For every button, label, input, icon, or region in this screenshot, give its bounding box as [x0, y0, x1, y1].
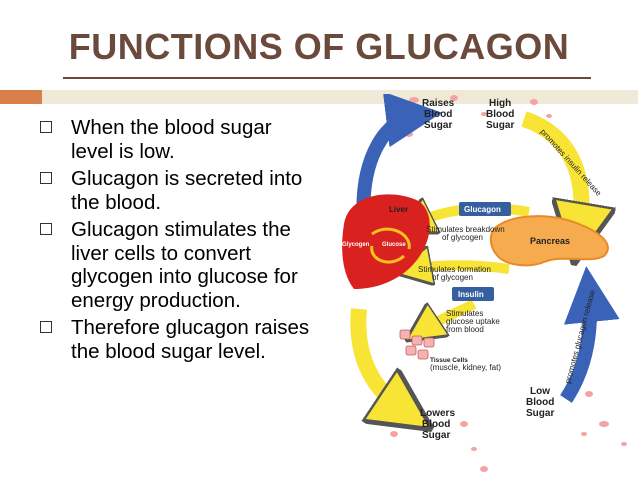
bullet-item: Therefore glucagon raises the blood suga… — [40, 316, 315, 363]
low-label-2: Sugar — [526, 408, 554, 419]
accent-bar-right — [42, 90, 638, 104]
checkbox-bullet-icon — [40, 321, 52, 333]
accent-bar-left — [0, 90, 42, 104]
tissue-label-0: Tissue Cells — [430, 357, 468, 364]
pancreas-shape — [489, 215, 609, 267]
glucose-regulation-diagram: Raises Blood Sugar High Blood Sugar prom… — [342, 94, 627, 472]
arrow-stimulates-uptake — [422, 299, 477, 330]
tissue-label-1: (muscle, kidney, fat) — [430, 363, 501, 372]
stim-uptake-0: Stimulates — [446, 309, 483, 318]
slide-title: FUNCTIONS OF GLUCAGON — [68, 26, 570, 67]
stim-breakdown-1: of glycogen — [442, 233, 483, 242]
stim-breakdown-0: Stimulates breakdown — [426, 225, 505, 234]
tissue-cells — [399, 329, 435, 360]
liver-label: Liver — [389, 205, 408, 214]
bullet-text: Glucagon stimulates the liver cells to c… — [71, 218, 298, 312]
bullet-text: Therefore glucagon raises the blood suga… — [71, 316, 310, 363]
high-label-2: Sugar — [486, 120, 514, 131]
arrow-promotes-glucagon — [560, 266, 620, 403]
title-underline — [63, 77, 591, 79]
bullet-item: Glucagon stimulates the liver cells to c… — [40, 218, 315, 312]
lowers-label-0: Lowers — [420, 408, 455, 419]
bullet-list: When the blood sugar level is low. Gluca… — [40, 116, 315, 367]
arrow-stimulates-formation — [412, 265, 510, 269]
low-label-0: Low — [530, 386, 550, 397]
bullet-item: When the blood sugar level is low. — [40, 116, 315, 163]
arrow-promotes-insulin — [521, 111, 582, 234]
stim-uptake-2: from blood — [446, 325, 484, 334]
bullet-text: When the blood sugar level is low. — [71, 116, 272, 163]
checkbox-bullet-icon — [40, 172, 52, 184]
liver-shape — [342, 194, 430, 289]
stim-formation-1: of glycogen — [432, 273, 473, 282]
bullet-item: Glucagon is secreted into the blood. — [40, 167, 315, 214]
stim-formation-0: Stimulates formation — [418, 265, 491, 274]
high-label-1: Blood — [486, 109, 514, 120]
promotes-insulin-label: promotes insulin release — [539, 127, 604, 198]
raises-label-2: Sugar — [424, 120, 452, 131]
low-label-1: Blood — [526, 397, 554, 408]
stim-uptake-1: glucose uptake — [446, 317, 500, 326]
glucagon-label: Glucagon — [464, 205, 501, 214]
checkbox-bullet-icon — [40, 121, 52, 133]
insulin-label-box — [452, 287, 494, 301]
glycogen-label: Glycogen — [342, 242, 370, 248]
blood-cells — [390, 95, 627, 472]
bullet-text: Glucagon is secreted into the blood. — [71, 167, 303, 214]
pancreas-label: Pancreas — [530, 236, 570, 246]
lowers-label-2: Sugar — [422, 430, 450, 441]
insulin-label: Insulin — [458, 290, 484, 299]
raises-label-0: Raises — [422, 98, 455, 109]
raises-label-1: Blood — [424, 109, 452, 120]
glucagon-label-box — [459, 202, 511, 216]
glucose-label: Glucose — [382, 242, 406, 248]
lowers-label-1: Blood — [422, 419, 450, 430]
high-label-0: High — [489, 98, 511, 109]
checkbox-bullet-icon — [40, 223, 52, 235]
arrow-to-lowers — [350, 308, 406, 412]
liver-cycle-arrow — [370, 227, 411, 264]
